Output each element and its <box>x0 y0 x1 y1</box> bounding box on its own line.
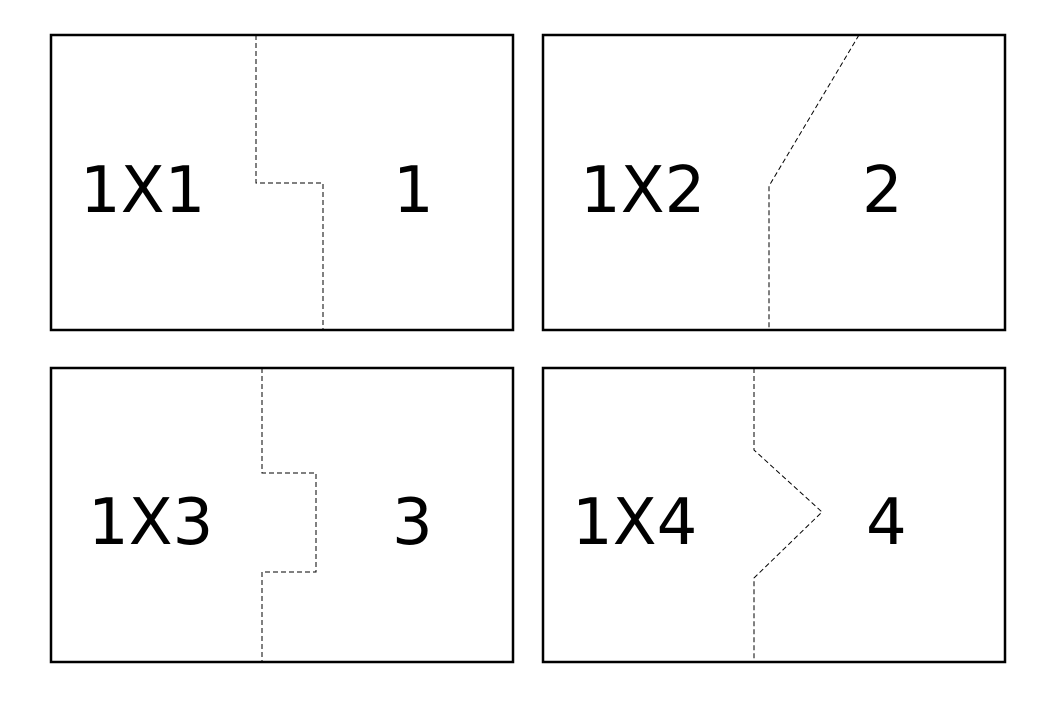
puzzle-card-2: 1X2 2 <box>541 33 1007 332</box>
cut-line <box>753 368 823 662</box>
card-border <box>541 366 1007 664</box>
card-expression: 1X4 <box>572 486 697 560</box>
card-expression: 1X1 <box>80 154 205 228</box>
card-answer: 1 <box>393 154 434 228</box>
cut-line <box>768 34 860 330</box>
puzzle-card-1: 1X1 1 <box>49 33 515 332</box>
card-border <box>49 366 515 664</box>
card-expression: 1X2 <box>580 154 705 228</box>
card-answer: 2 <box>862 154 903 228</box>
card-answer: 4 <box>866 486 907 560</box>
puzzle-card-3: 1X3 3 <box>49 366 515 664</box>
card-border <box>541 33 1007 332</box>
puzzle-card-4: 1X4 4 <box>541 366 1007 664</box>
card-answer: 3 <box>392 486 433 560</box>
card-expression: 1X3 <box>88 486 213 560</box>
cut-line <box>261 368 317 662</box>
cut-line <box>255 35 324 330</box>
card-border <box>49 33 515 332</box>
